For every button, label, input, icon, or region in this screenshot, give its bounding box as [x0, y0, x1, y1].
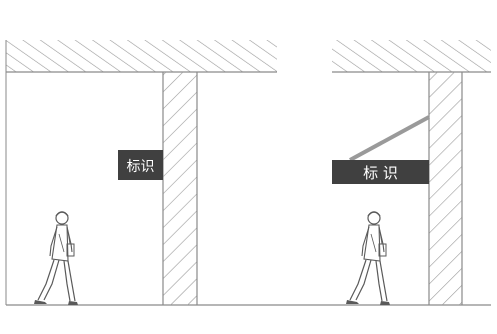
left-panel: 标识: [5, 40, 277, 306]
column-hatch: [163, 72, 197, 305]
sign-label: 标识: [127, 159, 155, 175]
pedestrian-icon: [33, 211, 79, 306]
sign-label: 标 识: [363, 164, 398, 182]
support-brace: [349, 115, 430, 162]
sign-projecting: 标 识: [332, 160, 429, 184]
ceiling-hatch: [6, 40, 277, 72]
sign-wall-mounted: 标识: [118, 150, 163, 180]
right-panel: 标 识: [332, 40, 491, 306]
column-hatch: [429, 72, 462, 305]
ceiling-hatch: [332, 40, 491, 72]
pedestrian-icon: [345, 211, 391, 306]
